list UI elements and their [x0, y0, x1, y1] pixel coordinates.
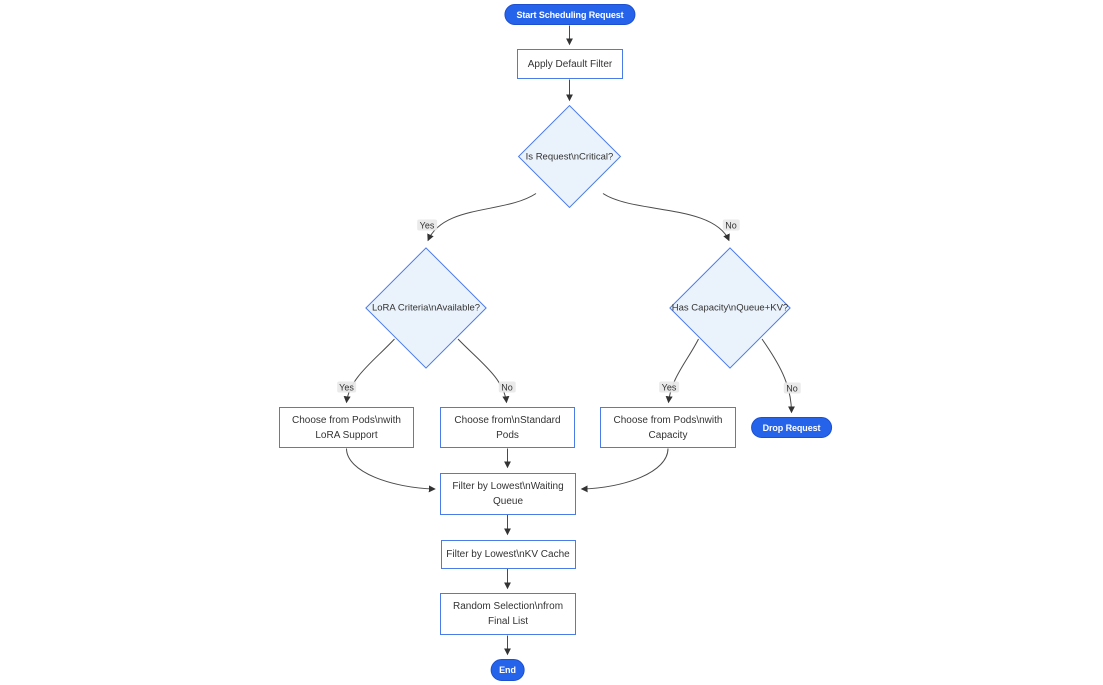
node-start: Start Scheduling Request — [504, 4, 636, 25]
node-choose-pods-with-lora: Choose from Pods\nwith LoRA Support — [279, 407, 414, 448]
decision-has-capacity-label: Has Capacity\nQueue+KV? — [671, 302, 789, 313]
edge-label-capacity-yes: Yes — [659, 381, 679, 393]
node-choose-pods-with-capacity: Choose from Pods\nwith Capacity — [600, 407, 736, 448]
edge-label-lora-yes: Yes — [336, 381, 357, 393]
edge-critical-no — [602, 193, 730, 242]
node-drop-request: Drop Request — [750, 417, 833, 438]
node-apply-default-filter: Apply Default Filter — [517, 49, 623, 79]
edge-label-lora-no: No — [498, 381, 516, 393]
node-end: End — [490, 659, 525, 681]
edge-critical-yes — [427, 193, 537, 242]
node-filter-waiting-queue: Filter by Lowest\nWaiting Queue — [440, 472, 576, 515]
decision-lora-criteria-label: LoRA Criteria\nAvailable? — [371, 302, 481, 313]
edge-lora-no — [457, 338, 510, 404]
edge-capacity-no — [761, 338, 795, 414]
edge-capacitypods-to-filterqueue — [580, 448, 669, 493]
edge-label-capacity-no: No — [783, 382, 801, 394]
edge-lora-yes — [343, 338, 395, 404]
edge-lorapods-to-filterqueue — [346, 448, 436, 493]
decision-is-request-critical-label: Is Request\nCritical? — [525, 151, 614, 162]
node-choose-standard-pods: Choose from\nStandard Pods — [440, 407, 575, 448]
node-random-selection: Random Selection\nfrom Final List — [440, 593, 576, 635]
node-filter-kv-cache: Filter by Lowest\nKV Cache — [440, 539, 576, 569]
edge-capacity-yes — [665, 338, 699, 404]
edge-label-critical-yes: Yes — [417, 219, 437, 231]
edge-label-critical-no: No — [722, 219, 740, 231]
